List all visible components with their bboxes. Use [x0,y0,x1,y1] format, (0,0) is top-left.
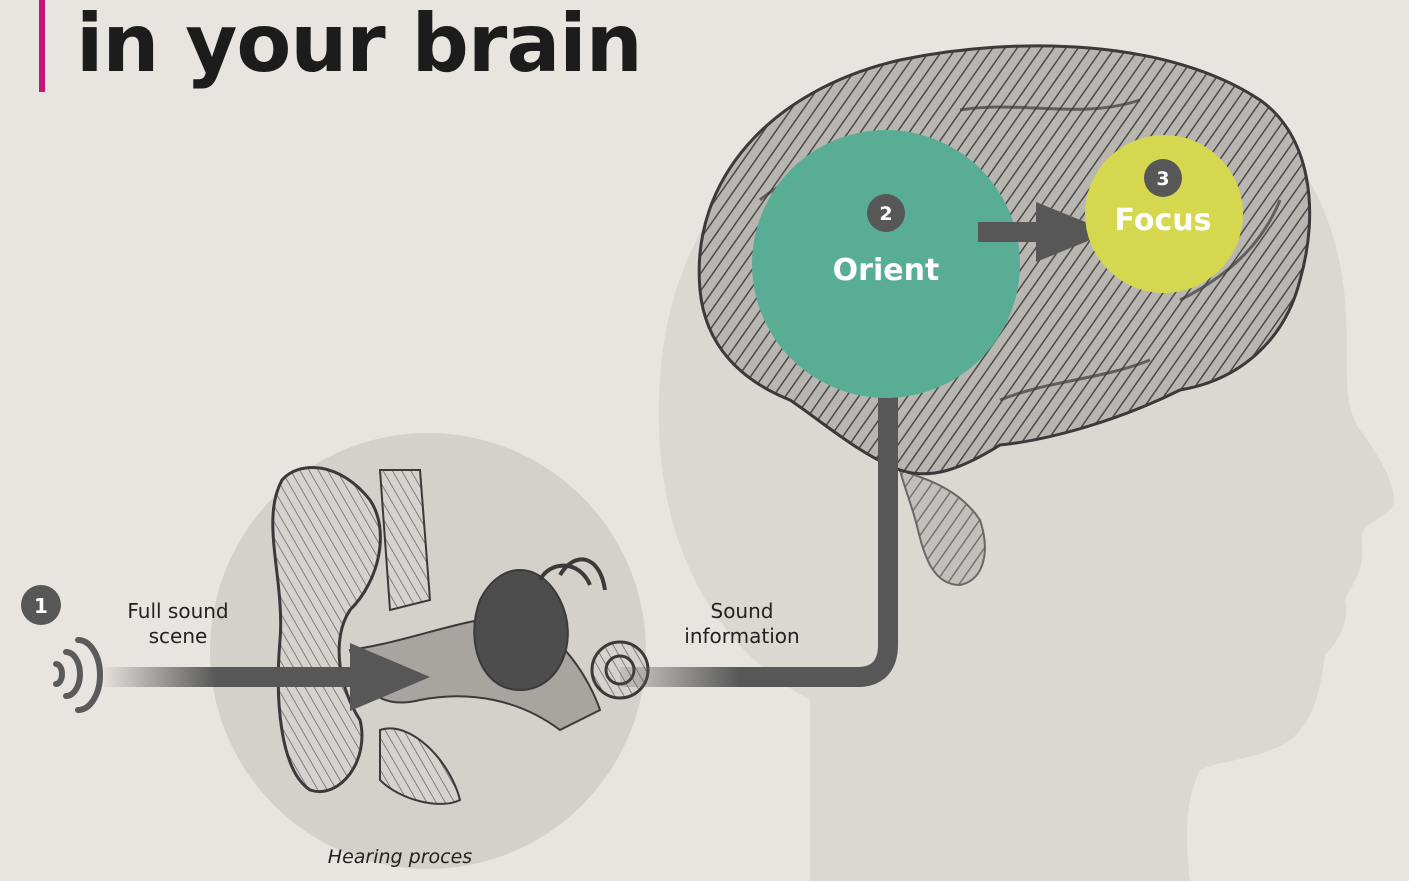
orient-to-focus-arrow-shaft [978,222,1038,242]
full-sound-scene-label: Full sound scene [98,599,258,649]
sound-information-line1: Sound [662,599,822,624]
orient-label: Orient [833,253,940,288]
step-3-number: 3 [1156,168,1169,190]
full-sound-scene-line1: Full sound [98,599,258,624]
information-arrow-shaft [620,667,860,687]
input-arrow-shaft [100,667,360,687]
sound-information-line2: information [662,624,822,649]
sound-information-label: Sound information [662,599,822,649]
full-sound-scene-line2: scene [98,624,258,649]
sound-wave-icon [56,640,100,710]
step-1-number: 1 [34,594,48,618]
focus-label: Focus [1115,203,1212,238]
hearing-process-caption: Hearing proces [270,846,530,868]
step-2-number: 2 [879,203,892,225]
